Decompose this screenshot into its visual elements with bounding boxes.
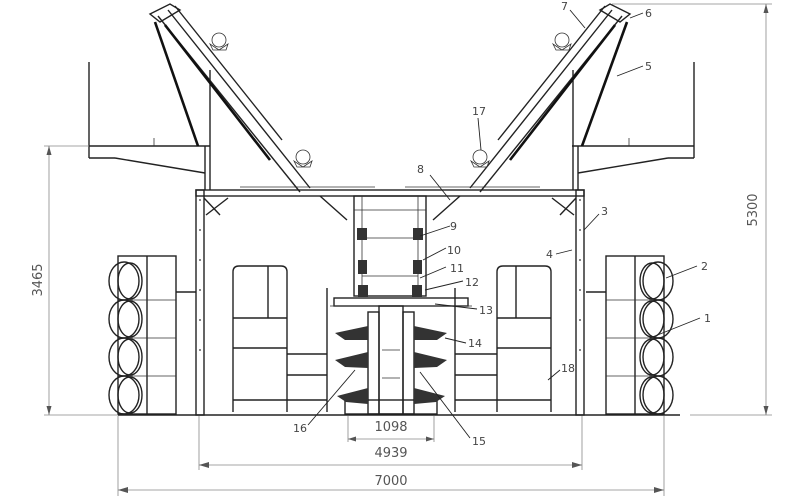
dim-center-base: 1098 — [374, 420, 407, 435]
label-5: 5 — [645, 60, 652, 73]
right-inclined-arm — [432, 3, 632, 221]
dim-overall-width: 7000 — [374, 474, 407, 489]
label-4: 4 — [546, 248, 553, 261]
label-6: 6 — [645, 7, 652, 20]
central-tower — [330, 195, 472, 415]
left-inclined-arm — [148, 3, 348, 221]
dim-frame-width: 4939 — [374, 446, 407, 461]
dimension-overall-width: 7000 — [117, 416, 665, 496]
label-9: 9 — [450, 220, 457, 233]
dimension-overall-height: 5300 — [612, 3, 772, 416]
label-11: 11 — [450, 262, 464, 275]
label-10: 10 — [447, 244, 461, 257]
label-1: 1 — [704, 312, 711, 325]
label-12: 12 — [465, 276, 479, 289]
label-3: 3 — [601, 205, 608, 218]
left-platform — [88, 62, 211, 190]
dim-platform-height: 3465 — [31, 263, 46, 296]
label-13: 13 — [479, 304, 493, 317]
label-2: 2 — [701, 260, 708, 273]
dimension-frame-width: 4939 — [198, 416, 583, 470]
main-frame — [195, 186, 585, 416]
label-18: 18 — [561, 362, 575, 375]
spindle-arms — [335, 326, 447, 404]
label-17: 17 — [472, 105, 486, 118]
label-16: 16 — [293, 422, 307, 435]
right-platform — [572, 62, 695, 190]
left-cage — [232, 265, 328, 412]
part-labels: 1 2 3 4 5 6 7 8 9 10 11 12 13 14 15 16 1 — [293, 0, 711, 448]
label-8: 8 — [417, 163, 424, 176]
dimension-center-base: 1098 — [347, 416, 435, 442]
right-reel-rack — [586, 255, 674, 415]
dim-overall-height: 5300 — [746, 193, 761, 226]
right-cage — [454, 265, 552, 412]
left-reel-rack — [108, 255, 196, 415]
label-7: 7 — [561, 0, 568, 13]
label-15: 15 — [472, 435, 486, 448]
label-14: 14 — [468, 337, 482, 350]
dimension-platform-height: 3465 — [31, 145, 118, 416]
